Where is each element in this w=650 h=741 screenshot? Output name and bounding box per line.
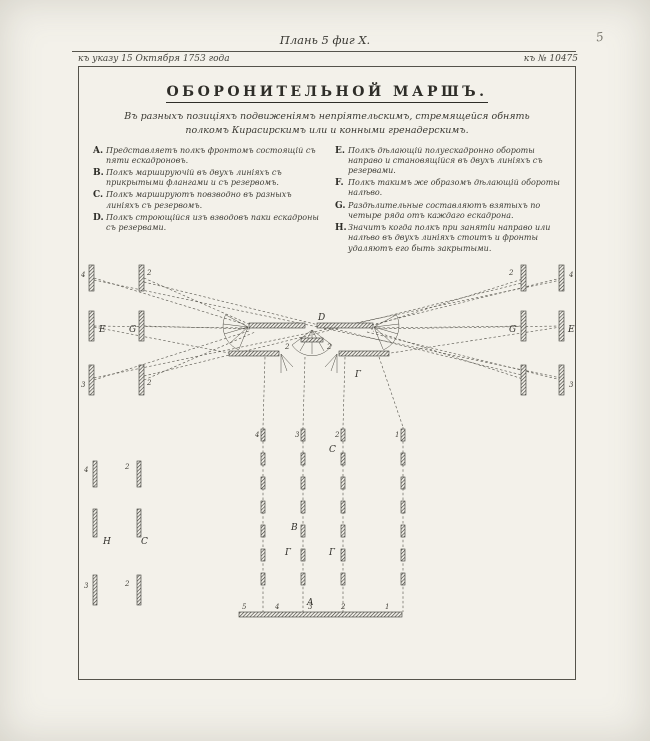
label-col-2: 2	[334, 431, 340, 439]
sight-lines	[93, 277, 562, 612]
document-number: къ № 10475	[523, 54, 578, 64]
label-left-2b: 2	[146, 379, 152, 387]
label-right-4: 4	[568, 271, 573, 279]
subtitle-line1: Въ разныхъ позиціяхъ подвиженіямъ непрія…	[124, 111, 530, 122]
label-col-3: 3	[295, 431, 300, 439]
legend-text: Полкъ маршируючій въ двухъ линіяхъ съ пр…	[106, 168, 282, 188]
label-lower-s: С	[141, 537, 148, 547]
legend-key: B.	[93, 168, 104, 178]
legend-text: Полкъ такимъ же образомъ дѣлающій оборот…	[348, 178, 560, 198]
legend-left-column: A. Представляетъ полкъ фронтомъ состоящі…	[93, 146, 319, 256]
subtitle-line2: полкомъ Кирасирскимъ или и конными грена…	[185, 124, 469, 136]
legend-key: H.	[335, 223, 347, 234]
legend-key: A.	[93, 145, 104, 156]
legend-item-h: H. Значитъ когда полкъ при занятіи напра…	[335, 223, 561, 254]
legend-item-c: C. Полкъ маршируютъ повзводно въ разныхъ…	[93, 190, 319, 210]
legend-text: Полкъ маршируютъ повзводно въ разныхъ ли…	[106, 190, 292, 210]
legend-item-b: B. Полкъ маршируючій въ двухъ линіяхъ съ…	[93, 168, 319, 188]
label-lower-2: 2	[124, 463, 130, 471]
legend-text: Раздѣлительные составляютъ взятыхъ по че…	[348, 200, 541, 220]
label-col-4: 4	[254, 431, 259, 439]
legend-text: Значитъ когда полкъ при занятіи направо …	[348, 223, 551, 253]
label-bottom-3: 3	[308, 603, 313, 611]
label-col-b: B	[290, 523, 298, 533]
legend-item-e: E. Полкъ дѣлающій полуескадронно обороты…	[335, 146, 561, 177]
label-center-g: Г	[354, 370, 362, 380]
label-bottom-5: 5	[242, 603, 247, 611]
legend-key: F.	[335, 178, 344, 189]
label-col-1: 1	[395, 431, 399, 439]
legend-key: E.	[335, 145, 345, 156]
legend-text: Полкъ дѣлающій полуескадронно обороты на…	[348, 145, 543, 175]
label-right-3: 3	[569, 381, 574, 389]
label-lower-3: 3	[84, 582, 89, 590]
label-center-2b: 2	[326, 343, 332, 351]
diagram-labels: 4 2 E G 3 2 2 4 G E 3 D 2 2 Г 4 3 2 1 C	[80, 269, 575, 611]
label-center-2a: 2	[284, 343, 290, 351]
label-right-g: G	[509, 325, 516, 335]
label-left-g: G	[129, 325, 136, 335]
subtitle: Въ разныхъ позиціяхъ подвиженіямъ непрія…	[79, 110, 575, 138]
legend-text: Представляетъ полкъ фронтомъ состоящій с…	[106, 145, 316, 165]
unit-bars	[88, 264, 565, 618]
label-bottom-2: 2	[340, 603, 346, 611]
legend-key: D.	[93, 212, 104, 223]
label-lower-h: Н	[102, 537, 111, 547]
legend-text: Полкъ строющійся изъ взводовъ паки ескад…	[106, 212, 319, 233]
header-rule	[72, 51, 576, 52]
label-right-e: E	[567, 325, 575, 335]
document-title-text: ОБОРОНИТЕЛЬНОЙ МАРШЪ.	[166, 84, 488, 103]
label-lower-4: 4	[83, 466, 88, 474]
label-left-2: 2	[146, 269, 152, 277]
border-frame: ОБОРОНИТЕЛЬНОЙ МАРШЪ. Въ разныхъ позиція…	[78, 66, 576, 680]
label-bottom-1: 1	[385, 603, 389, 611]
label-col-g1: Г	[284, 548, 292, 558]
legend-item-d: D. Полкъ строющійся изъ взводовъ паки ес…	[93, 213, 319, 233]
plan-heading: Плань 5 фиг X.	[279, 33, 371, 47]
label-left-4: 4	[80, 271, 85, 279]
legend-item-a: A. Представляетъ полкъ фронтомъ состоящі…	[93, 146, 319, 166]
legend-key: C.	[93, 190, 104, 201]
legend-right-column: E. Полкъ дѣлающій полуескадронно обороты…	[335, 146, 561, 256]
plan-diagram: 4 2 E G 3 2 2 4 G E 3 D 2 2 Г 4 3 2 1 C	[80, 264, 575, 618]
label-col-g2: Г	[328, 548, 336, 558]
label-center-d: D	[317, 313, 325, 323]
label-bottom-4: 4	[274, 603, 279, 611]
legend: A. Представляетъ полкъ фронтомъ состоящі…	[93, 146, 561, 256]
label-bottom-a: A	[306, 598, 314, 608]
label-col-c: C	[329, 445, 336, 455]
document-title: ОБОРОНИТЕЛЬНОЙ МАРШЪ.	[79, 81, 575, 103]
label-left-e: E	[98, 325, 106, 335]
label-lower-2b: 2	[124, 580, 130, 588]
decree-note: къ указу 15 Октября 1753 года	[78, 54, 230, 64]
legend-key: G.	[335, 200, 346, 211]
label-left-3: 3	[81, 381, 86, 389]
label-right-2: 2	[508, 269, 514, 277]
legend-item-f: F. Полкъ такимъ же образомъ дѣлающій обо…	[335, 178, 561, 198]
legend-item-g: G. Раздѣлительные составляютъ взятыхъ по…	[335, 201, 561, 221]
